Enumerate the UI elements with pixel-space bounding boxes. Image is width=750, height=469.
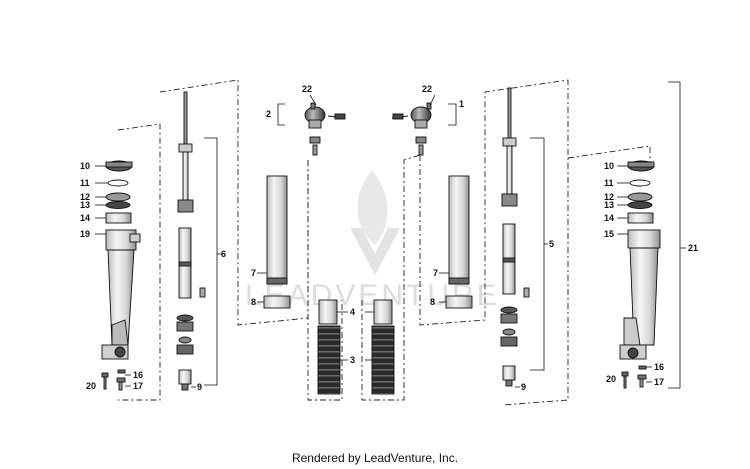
callout-14-left: 14: [80, 213, 90, 223]
callout-5: 5: [549, 239, 554, 249]
bolts-right: [621, 365, 647, 389]
callout-12-left: 12: [80, 192, 90, 202]
callout-labels: 10 11 12 13 14 19 20 16 17 6 9 7 8 22 2 …: [80, 84, 698, 392]
seal-stack-left: [105, 160, 133, 224]
callout-12-right: 12: [604, 192, 614, 202]
callout-14-right: 14: [604, 213, 614, 223]
callout-16-right: 16: [654, 362, 664, 372]
callout-7-left: 7: [251, 268, 256, 278]
callout-16-left: 16: [133, 370, 143, 380]
callout-9-left: 9: [197, 382, 202, 392]
bracket-5: [530, 137, 545, 371]
outer-fork-tube-right: [619, 229, 661, 360]
callout-13-right: 13: [604, 200, 614, 210]
dust-boot-3-pair: [317, 325, 395, 395]
bracket-2: [277, 103, 285, 126]
callout-1: 1: [459, 99, 464, 109]
fork-cap-left: [304, 102, 346, 156]
callout-9-right: 9: [521, 382, 526, 392]
callout-8-left: 8: [251, 297, 256, 307]
callout-22-right: 22: [422, 84, 432, 94]
callout-15: 15: [604, 229, 614, 239]
damper-rod-right: [500, 87, 530, 387]
fork-cap-right: [391, 102, 432, 156]
callout-19: 19: [80, 229, 90, 239]
damper-rod-left: [176, 91, 206, 391]
callout-10-left: 10: [80, 161, 90, 171]
callout-2: 2: [266, 109, 271, 119]
callout-22-left: 22: [302, 84, 312, 94]
callout-4: 4: [350, 307, 355, 317]
group-outline-left-inner: [159, 79, 309, 326]
inner-fork-tube-right: [445, 175, 473, 309]
bracket-1: [448, 103, 457, 126]
callout-11-left: 11: [80, 178, 90, 188]
group-outline-center-right: [361, 154, 421, 401]
callout-3: 3: [350, 355, 355, 365]
callout-20-left: 20: [86, 381, 96, 391]
callout-7-right: 7: [433, 268, 438, 278]
callout-11-right: 11: [604, 178, 614, 188]
callout-21: 21: [688, 243, 698, 253]
callout-10-right: 10: [604, 161, 614, 171]
bracket-6: [204, 137, 218, 386]
callout-17-left: 17: [133, 381, 143, 391]
outer-fork-tube-left: [101, 229, 141, 360]
group-outline-right-inner: [419, 79, 569, 406]
callout-13-left: 13: [80, 200, 90, 210]
footer-credit: Rendered by LeadVenture, Inc.: [291, 451, 459, 465]
seal-stack-right: [627, 160, 655, 224]
group-outline-left-outer: [117, 123, 161, 401]
bracket-21: [668, 81, 681, 389]
inner-fork-tube-left: [263, 175, 291, 309]
callout-8-right: 8: [430, 297, 435, 307]
bolts-left: [101, 369, 126, 391]
leader-lines: [95, 94, 652, 388]
callout-17-right: 17: [654, 377, 664, 387]
group-outline-center-left: [307, 160, 343, 401]
spacer-4-pair: [318, 299, 393, 325]
callout-20-right: 20: [606, 374, 616, 384]
callout-6: 6: [221, 249, 226, 259]
